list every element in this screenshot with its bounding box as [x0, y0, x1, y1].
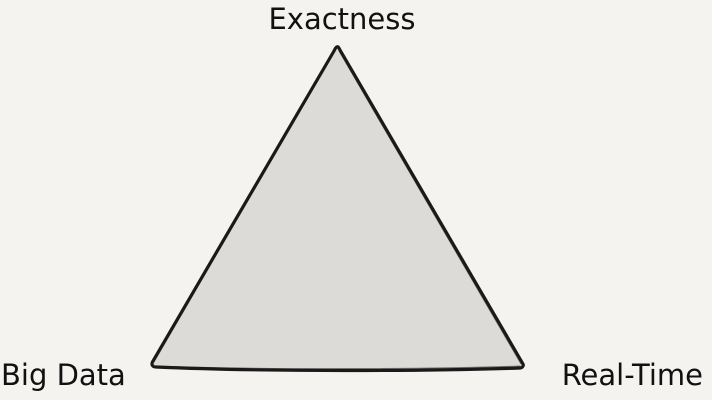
label-big-data: Big Data — [1, 358, 126, 392]
triangle-shape — [150, 45, 525, 373]
label-real-time: Real-Time — [562, 358, 703, 392]
triangle-sketch-line — [153, 49, 522, 370]
label-exactness: Exactness — [268, 2, 415, 36]
